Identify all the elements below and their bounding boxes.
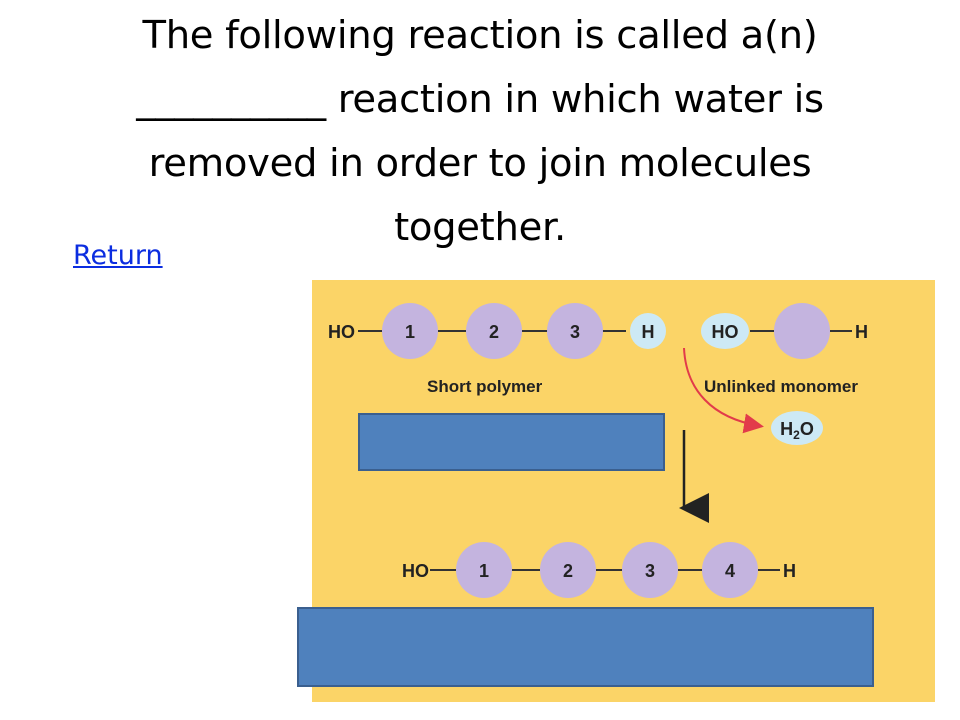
product-monomer-1-label: 1 xyxy=(479,561,489,581)
product-monomer-4-label: 4 xyxy=(725,561,735,581)
product-monomer-2-label: 2 xyxy=(563,561,573,581)
product-monomer-1: 1 xyxy=(456,542,512,598)
water-release-arrow xyxy=(683,347,764,434)
answer-cover-bottom xyxy=(297,607,874,687)
monomer-2: 2 xyxy=(466,303,522,359)
title-line-3: removed in order to join molecules xyxy=(148,141,812,186)
product-monomer-3-label: 3 xyxy=(645,561,655,581)
monomer-1-label: 1 xyxy=(405,322,415,342)
water-bubble: H2O xyxy=(771,411,823,445)
unlinked-monomer-left-group: HO xyxy=(712,322,739,342)
water-o: O xyxy=(800,419,814,439)
short-polymer-right-group: H xyxy=(642,322,655,342)
slide-title: The following reaction is called a(n) __… xyxy=(20,4,940,260)
unlinked-monomer-right-group: H xyxy=(855,322,868,342)
answer-cover-top xyxy=(358,413,665,471)
product-right-group: H xyxy=(783,561,796,581)
title-line-2: __________ reaction in which water is xyxy=(136,77,824,122)
hydroxyl-bubble: HO xyxy=(701,313,749,349)
title-line-4: together. xyxy=(394,205,566,250)
dehydration-reaction-diagram: HO 1 2 3 H HO H Short polymer Unlinked m… xyxy=(328,303,868,598)
unlinked-monomer-label: Unlinked monomer xyxy=(704,377,858,396)
return-link[interactable]: Return xyxy=(73,240,163,271)
monomer-3-label: 3 xyxy=(570,322,580,342)
water-sub: 2 xyxy=(793,428,800,442)
title-line-1: The following reaction is called a(n) xyxy=(142,13,818,58)
product-monomer-2: 2 xyxy=(540,542,596,598)
short-polymer-label: Short polymer xyxy=(427,377,543,396)
product-monomer-4: 4 xyxy=(702,542,758,598)
short-polymer-left-group: HO xyxy=(328,322,355,342)
water-label: H2O xyxy=(780,419,814,442)
product-monomer-3: 3 xyxy=(622,542,678,598)
water-h: H xyxy=(780,419,793,439)
monomer-2-label: 2 xyxy=(489,322,499,342)
monomer-3: 3 xyxy=(547,303,603,359)
unlinked-monomer xyxy=(774,303,830,359)
product-left-group: HO xyxy=(402,561,429,581)
monomer-1: 1 xyxy=(382,303,438,359)
hydrogen-bubble: H xyxy=(630,313,666,349)
